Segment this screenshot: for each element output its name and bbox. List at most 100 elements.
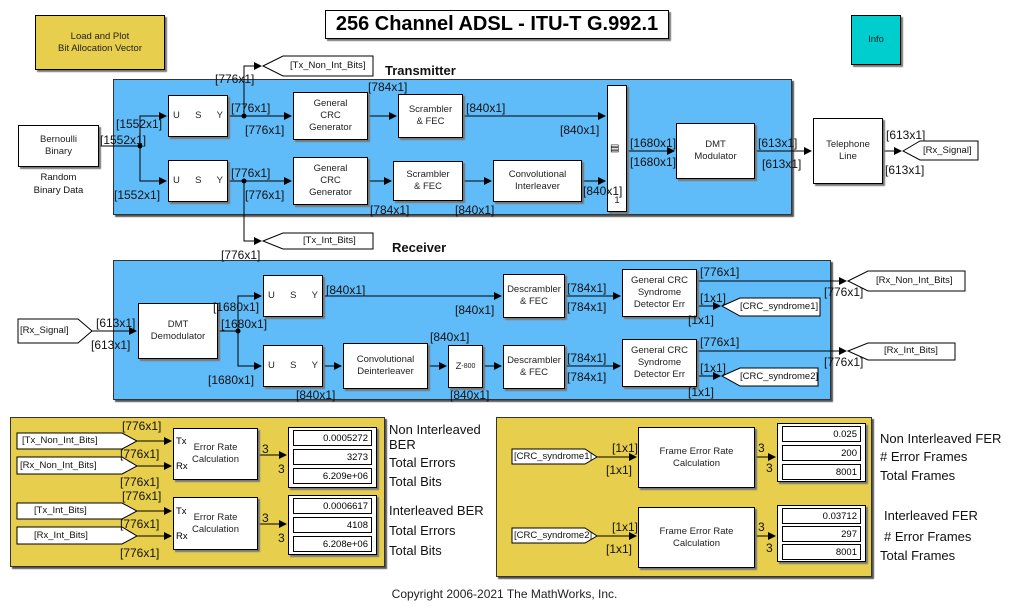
descrambler-fec-block-1[interactable]: Descrambler & FEC — [503, 274, 565, 318]
error-frames-label: # Error Frames — [884, 529, 972, 544]
signal-label: [776x1] — [824, 355, 864, 369]
signal-label: [784x1] — [567, 300, 607, 314]
signal-label: [776x1] — [231, 101, 271, 115]
port-u: U — [268, 360, 275, 371]
goto-rx-signal[interactable]: [Rx_Signal] — [923, 145, 972, 156]
delay-exponent: -800 — [461, 362, 476, 370]
bernoulli-binary-block[interactable]: Bernoulli Binary — [18, 125, 99, 167]
signal-label: [1x1] — [606, 463, 633, 477]
signal-label: [840x1] — [450, 388, 490, 402]
scrambler-fec-block-2[interactable]: Scrambler & FEC — [393, 161, 463, 201]
goto-rx-non-int-bits[interactable]: [Rx_Non_Int_Bits] — [876, 275, 953, 286]
signal-label: [1552x1] — [100, 133, 147, 147]
delay-block[interactable]: Z-800 — [448, 345, 483, 388]
frame-error-rate-calculation-non-int[interactable]: Frame Error Rate Calculation — [638, 427, 755, 488]
crc-syndrome-detector-block-2[interactable]: General CRC Syndrome Detector Err — [622, 339, 697, 387]
ber-value: 0.0006617 — [293, 498, 372, 514]
signal-label: [776x1] — [245, 123, 285, 137]
port-u: U — [173, 175, 180, 186]
dmt-modulator-block[interactable]: DMT Modulator — [676, 123, 755, 179]
goto-rx-int-bits[interactable]: [Rx_Int_Bits] — [884, 345, 938, 356]
port-y: Y — [311, 360, 318, 371]
receiver-label: Receiver — [392, 240, 447, 255]
frame-error-rate-calculation-int[interactable]: Frame Error Rate Calculation — [638, 507, 755, 568]
total-errors-value: 3273 — [293, 449, 372, 465]
port-rx: Rx — [176, 461, 188, 472]
descrambler-fec-block-2[interactable]: Descrambler & FEC — [503, 345, 565, 389]
signal-label: [1680x1] — [213, 300, 260, 314]
signal-label: [776x1] — [700, 335, 740, 349]
from-rx-non-int-bits[interactable]: [Rx_Non_Int_Bits] — [20, 460, 97, 471]
error-frames-label: # Error Frames — [880, 449, 968, 464]
total-errors-label: Total Errors — [389, 455, 456, 470]
port-s: S — [290, 360, 297, 371]
ber-display-non-int: 0.0005272 3273 6.209e+06 — [288, 427, 377, 488]
telephone-line-block[interactable]: Telephone Line — [813, 118, 883, 184]
page-title: 256 Channel ADSL - ITU-T G.992.1 — [325, 10, 669, 39]
signal-label: [776x1] — [700, 265, 740, 279]
matrix-concatenate-block[interactable]: 1 — [607, 85, 627, 212]
total-bits-label: Total Bits — [389, 474, 442, 489]
from-rx-int-bits[interactable]: [Rx_Int_Bits] — [34, 530, 88, 541]
port-tx: Tx — [176, 506, 187, 517]
goto-crc-syndrome1[interactable]: [CRC_syndrome1] — [740, 301, 819, 312]
signal-label: [840x1] — [560, 123, 600, 137]
signal-label: [776x1] — [120, 475, 160, 489]
port-y: Y — [216, 175, 223, 186]
total-frames-value: 8001 — [782, 464, 861, 480]
scrambler-fec-block-1[interactable]: Scrambler & FEC — [398, 94, 463, 138]
info-button[interactable]: Info — [851, 15, 901, 65]
signal-label: [1x1] — [606, 542, 633, 556]
goto-tx-non-int-bits[interactable]: [Tx_Non_Int_Bits] — [290, 60, 366, 71]
signal-label: [1680x1] — [630, 155, 677, 169]
goto-tx-int-bits[interactable]: [Tx_Int_Bits] — [303, 235, 356, 246]
signal-label: [840x1] — [430, 330, 470, 344]
concat-port-number: 1 — [614, 195, 620, 206]
signal-label: [1x1] — [688, 313, 715, 327]
signal-label: [776x1] — [824, 285, 864, 299]
signal-label: [840x1] — [326, 283, 366, 297]
port-u: U — [268, 290, 275, 301]
error-frames-value: 297 — [782, 526, 861, 542]
crc-generator-block-2[interactable]: General CRC Generator — [293, 157, 368, 205]
signal-label: [613x1] — [91, 338, 131, 352]
from-tx-non-int-bits[interactable]: [Tx_Non_Int_Bits] — [22, 435, 98, 446]
signal-label: [613x1] — [96, 316, 136, 330]
convolutional-interleaver-block[interactable]: Convolutional Interleaver — [493, 160, 582, 202]
delay-z: Z — [455, 360, 462, 372]
signal-label: [776x1] — [120, 447, 160, 461]
ber-display-int: 0.0006617 4108 6.208e+06 — [288, 495, 377, 555]
load-plot-bit-allocation-button[interactable]: Load and Plot Bit Allocation Vector — [35, 15, 165, 70]
signal-label: [840x1] — [466, 101, 506, 115]
fer-value: 0.025 — [782, 426, 861, 442]
signal-label: [776x1] — [122, 419, 162, 433]
error-rate-calculation-non-int[interactable]: Error Rate Calculation — [173, 428, 258, 480]
from-tx-int-bits[interactable]: [Tx_Int_Bits] — [34, 505, 87, 516]
signal-label: [776x1] — [221, 248, 261, 262]
from-crc-syndrome2[interactable]: [CRC_syndrome2] — [514, 530, 593, 541]
concatenate-icon: ▤ — [610, 143, 620, 154]
convolutional-deinterleaver-block[interactable]: Convolutional Deinterleaver — [343, 343, 428, 389]
total-errors-label: Total Errors — [389, 523, 456, 538]
goto-crc-syndrome2[interactable]: [CRC_syndrome2] — [740, 371, 819, 382]
from-crc-syndrome1[interactable]: [CRC_syndrome1] — [514, 451, 593, 462]
ber-value: 0.0005272 — [293, 430, 372, 446]
signal-label: [840x1] — [296, 388, 336, 402]
error-rate-calculation-int[interactable]: Error Rate Calculation — [173, 497, 258, 550]
dmt-demodulator-block[interactable]: DMT Demodulator — [138, 303, 218, 359]
fer-display-int: 0.03712 297 8001 — [777, 505, 866, 562]
fer-display-non-int: 0.025 200 8001 — [777, 423, 866, 482]
crc-syndrome-detector-block-1[interactable]: General CRC Syndrome Detector Err — [622, 269, 697, 317]
signal-label: [1680x1] — [630, 136, 677, 150]
width-label: 3 — [758, 441, 765, 455]
signal-label: [784x1] — [567, 370, 607, 384]
total-frames-value: 8001 — [782, 544, 861, 560]
signal-label: [613x1] — [758, 136, 798, 150]
from-rx-signal[interactable]: [Rx_Signal] — [20, 325, 69, 336]
crc-generator-block-1[interactable]: General CRC Generator — [293, 92, 368, 140]
